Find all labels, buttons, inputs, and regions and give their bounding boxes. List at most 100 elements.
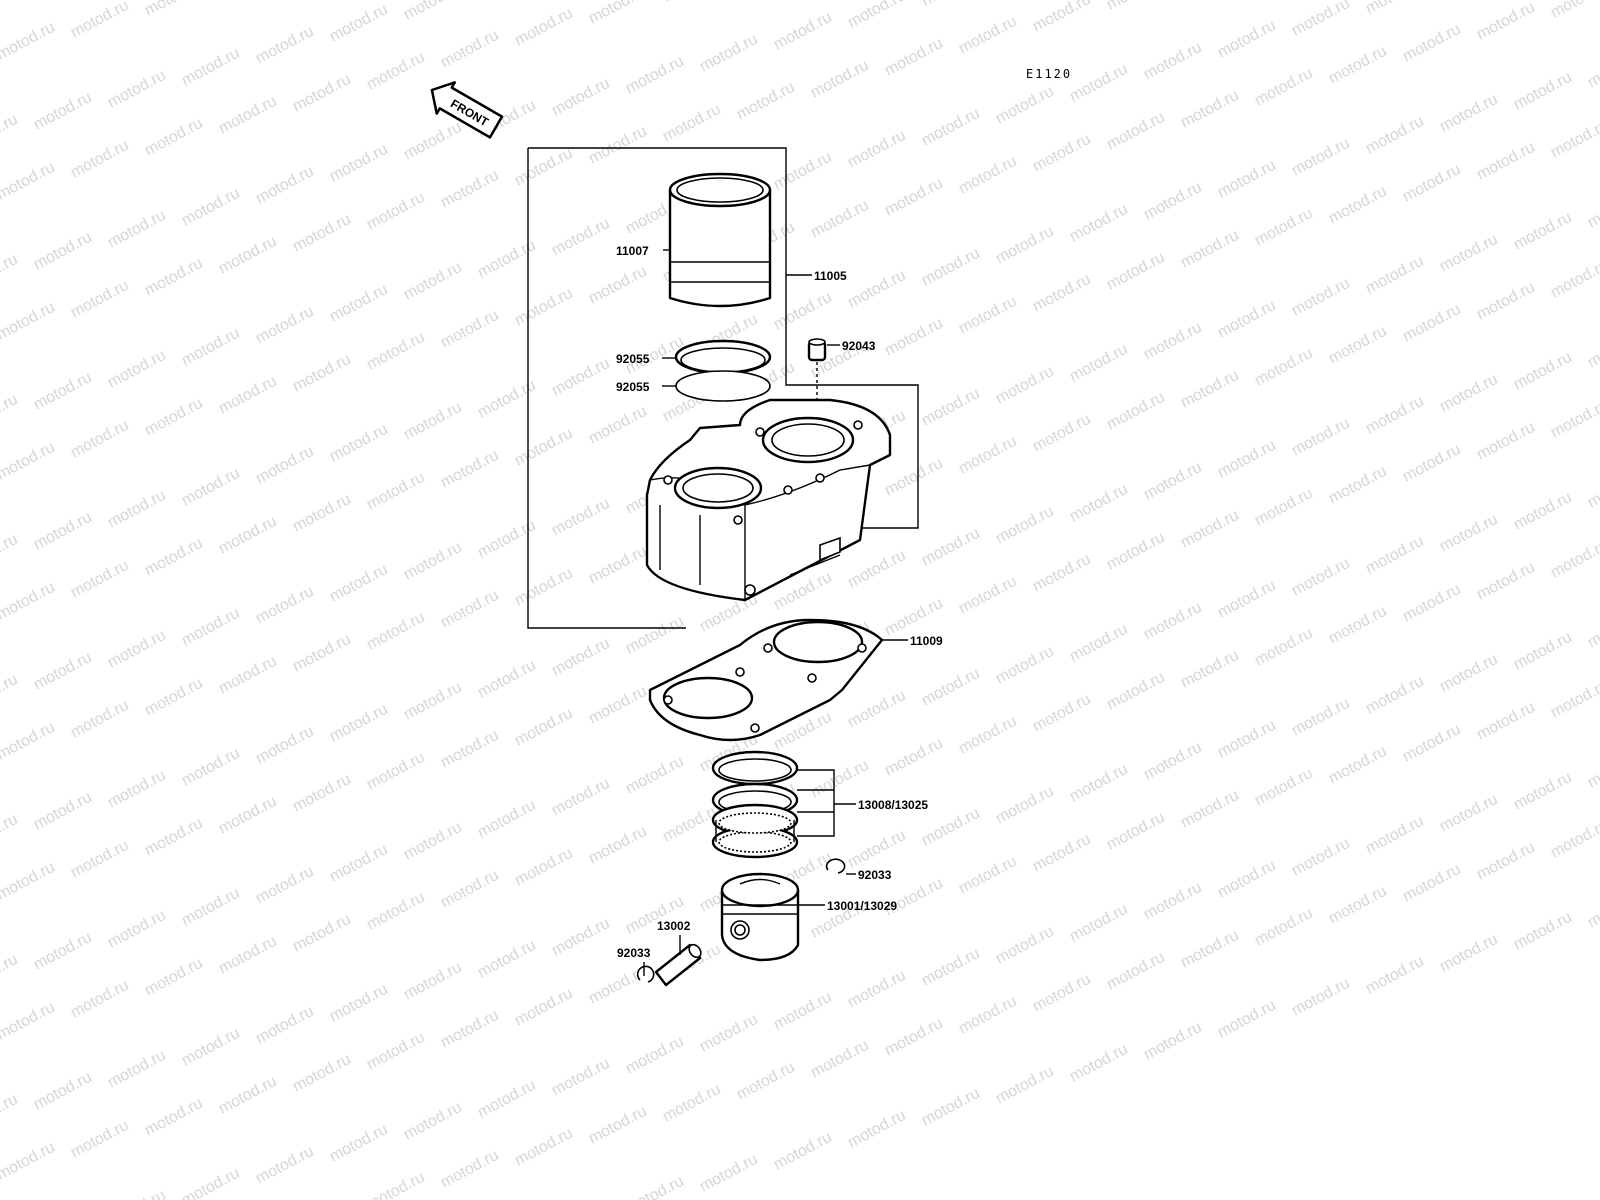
piston [720, 872, 800, 962]
watermark-text: motod.ru [697, 31, 761, 76]
watermark-text: motod.ru [68, 697, 132, 742]
watermark-text: motod.ru [1215, 577, 1279, 622]
label-base-gasket: 11009 [910, 634, 943, 648]
leader-lines [643, 249, 908, 976]
watermark-text: motod.ru [845, 127, 909, 172]
watermark-text: motod.ru [68, 557, 132, 602]
watermark-text: motod.ru [1437, 91, 1501, 136]
watermark-text: motod.ru [290, 71, 354, 116]
watermark-text: motod.ru [0, 859, 58, 904]
o-ring-lower [675, 370, 771, 402]
watermark-text: motod.ru [1474, 419, 1538, 464]
watermark-text: motod.ru [1252, 65, 1316, 110]
watermark-text: motod.ru [438, 727, 502, 772]
watermark-text: motod.ru [1104, 949, 1168, 994]
watermark-text: motod.ru [0, 19, 58, 64]
watermark-text: motod.ru [993, 643, 1057, 688]
label-piston-pin: 13002 [657, 919, 691, 933]
watermark-text: motod.ru [1400, 441, 1464, 486]
watermark-text: motod.ru [327, 841, 391, 886]
watermark-text: motod.ru [1215, 157, 1279, 202]
watermark-text: motod.ru [253, 863, 317, 908]
watermark-text: motod.ru [179, 885, 243, 930]
watermark-text: motod.ru [1548, 677, 1600, 722]
watermark-text: motod.ru [142, 1095, 206, 1140]
watermark-text: motod.ru [1252, 765, 1316, 810]
watermark-text: motod.ru [771, 989, 835, 1034]
watermark-text: motod.ru [1363, 953, 1427, 998]
watermark-text: motod.ru [1141, 599, 1205, 644]
label-circlip-left: 92033 [617, 946, 651, 960]
watermark-text: motod.ru [1141, 879, 1205, 924]
watermark-text: motod.ru [401, 679, 465, 724]
watermark-text: motod.ru [216, 1073, 280, 1118]
watermark-text: motod.ru [1548, 117, 1600, 162]
watermark-text: motod.ru [475, 657, 539, 702]
watermark-text: motod.ru [475, 377, 539, 422]
o-ring-upper [674, 339, 772, 375]
watermark-text: motod.ru [290, 631, 354, 676]
watermark-text: motod.ru [179, 465, 243, 510]
watermark-text: motod.ru [0, 299, 58, 344]
watermark-text: motod.ru [919, 805, 983, 850]
watermark-text: motod.ru [68, 0, 132, 42]
watermark-text: motod.ru [1030, 131, 1094, 176]
watermark-text: motod.ru [1178, 787, 1242, 832]
watermark-text: motod.ru [1326, 323, 1390, 368]
watermark-text: motod.ru [253, 723, 317, 768]
watermark-text: motod.ru [1252, 905, 1316, 950]
label-dowel-pin: 92043 [842, 339, 876, 353]
watermark-text: motod.ru [882, 315, 946, 360]
watermark-text: motod.ru [1215, 717, 1279, 762]
watermark-text: motod.ru [401, 119, 465, 164]
watermark-text: motod.ru [1252, 625, 1316, 670]
watermark-text: motod.ru [1474, 559, 1538, 604]
watermark-text: motod.ru [1067, 761, 1131, 806]
watermark-text: motod.ru [808, 197, 872, 242]
watermark-text: motod.ru [31, 509, 95, 554]
watermark-text: motod.ru [1067, 341, 1131, 386]
watermark-text: motod.ru [105, 627, 169, 672]
watermark-text: motod.ru [0, 1091, 21, 1136]
watermark-text: motod.ru [1289, 555, 1353, 600]
watermark-text: motod.ru [327, 421, 391, 466]
watermark-text: motod.ru [401, 959, 465, 1004]
watermark-text: motod.ru [586, 823, 650, 868]
watermark-text: motod.ru [882, 735, 946, 780]
watermark-text: motod.ru [512, 5, 576, 50]
watermark-text: motod.ru [290, 491, 354, 536]
watermark-text: motod.ru [1326, 743, 1390, 788]
watermark-text: motod.ru [179, 325, 243, 370]
watermark-text: motod.ru [1585, 747, 1600, 792]
watermark-text: motod.ru [290, 211, 354, 256]
watermark-text: motod.ru [1178, 227, 1242, 272]
piston-pin [654, 943, 702, 987]
watermark-text: motod.ru [1067, 901, 1131, 946]
watermark-text: motod.ru [216, 793, 280, 838]
watermark-text: motod.ru [0, 531, 21, 576]
watermark-text: motod.ru [845, 0, 909, 32]
watermark-text: motod.ru [845, 547, 909, 592]
watermark-text: motod.ru [1437, 511, 1501, 556]
watermark-text: motod.ru [1030, 971, 1094, 1016]
watermark-text: motod.ru [327, 1, 391, 46]
watermark-text: motod.ru [31, 1069, 95, 1114]
watermark-text: motod.ru [1104, 809, 1168, 854]
watermark-text: motod.ru [1585, 187, 1600, 232]
watermark-text: motod.ru [845, 687, 909, 732]
watermark-text: motod.ru [919, 945, 983, 990]
watermark-text: motod.ru [512, 1125, 576, 1170]
watermark-text: motod.ru [68, 417, 132, 462]
watermark-text: motod.ru [142, 535, 206, 580]
watermark-text: motod.ru [142, 255, 206, 300]
watermark-text: motod.ru [438, 27, 502, 72]
watermark-text: motod.ru [1289, 975, 1353, 1020]
watermark-text: motod.ru [993, 363, 1057, 408]
watermark-text: motod.ru [1289, 0, 1353, 40]
watermark-text: motod.ru [68, 277, 132, 322]
watermark-text: motod.ru [364, 1029, 428, 1074]
watermark-text: motod.ru [105, 207, 169, 252]
watermark-text: motod.ru [956, 993, 1020, 1038]
watermark-text: motod.ru [0, 671, 21, 716]
